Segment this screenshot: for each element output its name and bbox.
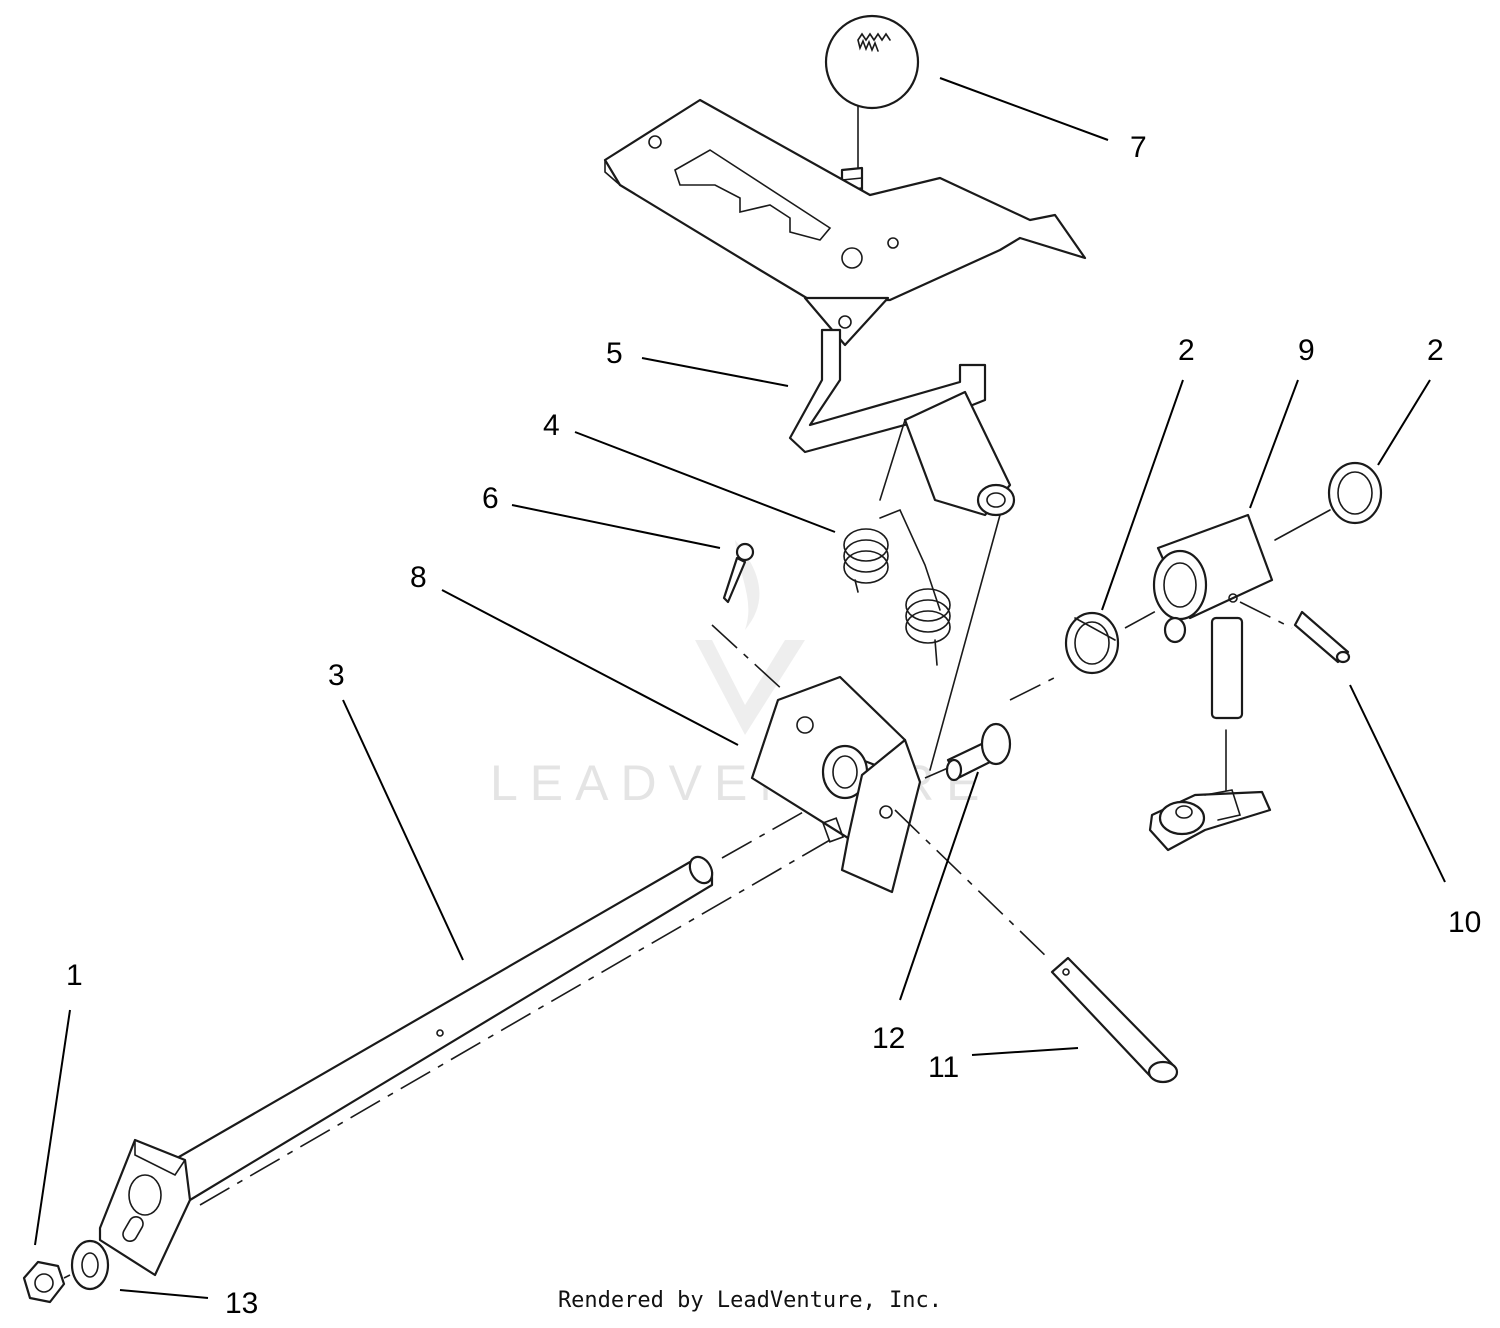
callout-9: 9 (1298, 334, 1315, 367)
leader-3 (342, 699, 464, 961)
leader-5 (641, 357, 789, 387)
part-bolt (924, 722, 1012, 782)
leader-lines (34, 77, 1446, 1299)
part-cotter-pin (711, 542, 786, 693)
leader-10 (1349, 684, 1446, 883)
part-shaft-plate (98, 1138, 192, 1277)
callout-4: 4 (543, 409, 560, 442)
watermark-logo (695, 540, 805, 735)
callout-1: 1 (66, 959, 83, 992)
part-washer (63, 1239, 110, 1291)
callout-11: 11 (928, 1051, 959, 1084)
leader-6 (511, 504, 721, 549)
part-shaft (163, 779, 861, 1206)
part-clevis-pin (894, 809, 1179, 1084)
part-bushing-right (1274, 461, 1383, 541)
callout-8: 8 (410, 561, 427, 594)
leader-2a (1101, 379, 1184, 611)
callout-13: 13 (225, 1287, 258, 1320)
callout-2b: 2 (1427, 334, 1444, 367)
callout-10: 10 (1448, 906, 1481, 939)
leader-1 (34, 1009, 71, 1246)
part-collar (1124, 513, 1274, 852)
footer-credit: Rendered by LeadVenture, Inc. (557, 1288, 943, 1313)
callout-12: 12 (872, 1022, 905, 1055)
callout-labels: 1 2 2 3 4 5 6 7 8 9 10 11 12 13 (66, 131, 1481, 1320)
part-bracket (750, 675, 922, 894)
callout-7: 7 (1130, 131, 1147, 164)
callout-5: 5 (606, 337, 623, 370)
part-roll-pin (1239, 601, 1351, 664)
part-torsion-spring (843, 508, 951, 666)
leader-9 (1249, 379, 1299, 509)
part-shift-rod (788, 328, 1016, 771)
callout-2a: 2 (1178, 334, 1195, 367)
callout-6: 6 (482, 482, 499, 515)
part-nut (22, 1260, 66, 1304)
leader-12 (899, 771, 979, 1001)
leader-2b (1377, 379, 1431, 466)
callout-3: 3 (328, 659, 345, 692)
leader-8 (441, 589, 739, 746)
part-shift-plate (603, 98, 1087, 347)
leader-4 (574, 431, 836, 533)
leader-13 (119, 1289, 209, 1299)
leader-11 (971, 1047, 1079, 1056)
part-bushing-left (1009, 611, 1120, 701)
leader-7 (939, 77, 1109, 141)
